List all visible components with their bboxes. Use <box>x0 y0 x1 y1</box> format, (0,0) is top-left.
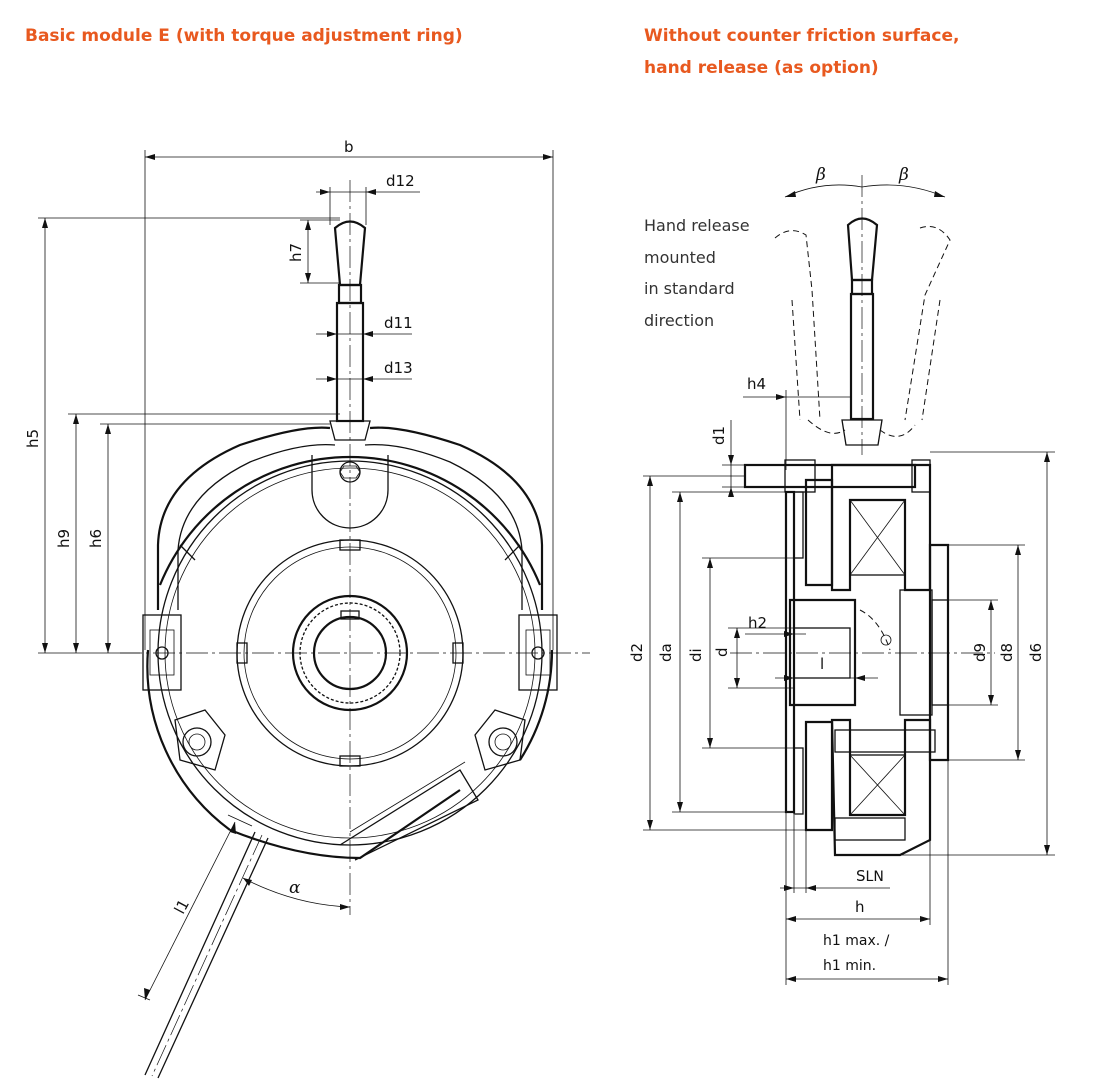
splined-hub <box>291 594 409 712</box>
cable-guide <box>339 761 479 861</box>
dim-h5: h5 <box>24 217 340 654</box>
dim-d1: d1 <box>710 420 745 497</box>
label-d6: d6 <box>1027 643 1045 662</box>
label-h4: h4 <box>747 375 766 393</box>
top-screw-lug <box>311 455 389 529</box>
dim-d11: d11 <box>316 314 413 337</box>
label-d1: d1 <box>710 426 728 445</box>
label-d12: d12 <box>386 172 415 190</box>
dim-alpha: α <box>242 877 351 910</box>
note-line3: in standard <box>644 279 735 298</box>
label-d2: d2 <box>628 643 646 662</box>
label-h1-max: h1 max. / <box>823 933 890 949</box>
label-h: h <box>855 898 865 916</box>
bottom-right-screw <box>474 709 526 771</box>
dim-l1: l1 <box>137 814 253 1001</box>
label-sln-main: S <box>856 867 866 885</box>
dim-d6: d6 <box>900 451 1055 856</box>
label-h9: h9 <box>55 529 73 548</box>
lever-alt-right <box>879 226 951 437</box>
dim-h2: h2 <box>745 614 806 637</box>
label-sln-sub: LN <box>866 869 884 885</box>
dim-h7: h7 <box>287 219 340 284</box>
bottom-left-screw <box>174 709 226 771</box>
note-line2: mounted <box>644 247 716 267</box>
hand-release-note: Hand release mounted in standard directi… <box>644 210 750 336</box>
label-d11: d11 <box>384 314 413 332</box>
torque-adjustment-ring <box>236 539 464 767</box>
dim-d9: d9 <box>948 599 998 706</box>
hand-release-yoke <box>156 426 544 610</box>
dim-d2: d2 <box>628 475 806 831</box>
dim-d12: d12 <box>316 172 420 225</box>
label-b: b <box>344 138 354 156</box>
label-d13: d13 <box>384 359 413 377</box>
connection-cable <box>144 831 269 1079</box>
dim-da: da <box>657 491 786 813</box>
label-beta-left: β <box>815 165 826 185</box>
dim-b: b <box>144 138 554 650</box>
label-di: di <box>687 648 705 662</box>
dim-h4: h4 <box>743 375 852 470</box>
label-alpha: α <box>289 878 301 898</box>
label-d9: d9 <box>971 643 989 662</box>
label-sln: SLN <box>856 867 884 885</box>
side-view: β β h4 d1 d2 <box>628 165 1055 985</box>
lever-alt-left <box>774 230 846 434</box>
dim-di: di <box>687 557 794 749</box>
label-h5: h5 <box>24 429 42 448</box>
right-view-title: Without counter friction surface, hand r… <box>644 20 959 84</box>
dim-beta: β β <box>784 165 946 198</box>
left-side-lug <box>142 614 182 691</box>
label-h6: h6 <box>87 529 105 548</box>
label-l1: l1 <box>171 896 193 917</box>
label-h7: h7 <box>287 243 305 262</box>
label-d: d <box>713 647 731 657</box>
front-view: b d12 h7 d11 d13 <box>24 138 590 1079</box>
dim-d8: d8 <box>948 544 1025 761</box>
left-view-title: Basic module E (with torque adjustment r… <box>25 26 463 46</box>
dim-h: h <box>785 812 931 985</box>
dim-h9: h9 <box>55 413 340 653</box>
brake-housing <box>146 455 554 860</box>
dim-sln: SLN <box>780 815 890 893</box>
label-da: da <box>657 643 675 662</box>
label-h1-min: h1 min. <box>823 958 876 974</box>
dim-h1: h1 max. / h1 min. <box>786 760 949 985</box>
dim-l: l <box>775 655 878 681</box>
right-view-title-line2: hand release (as option) <box>644 58 879 78</box>
label-d8: d8 <box>998 643 1016 662</box>
dim-d: d <box>713 627 794 689</box>
label-beta-right: β <box>898 165 909 185</box>
right-view-title-line1: Without counter friction surface, <box>644 26 960 46</box>
right-side-lug <box>518 614 558 691</box>
note-line4: direction <box>644 310 715 330</box>
hand-lever-front <box>329 220 371 441</box>
dim-h6: h6 <box>87 423 330 653</box>
label-l: l <box>820 655 824 673</box>
note-line1: Hand release <box>644 216 750 235</box>
brake-body-section <box>743 459 950 857</box>
hand-lever-side <box>841 217 883 446</box>
label-h2: h2 <box>748 614 767 632</box>
dim-d13: d13 <box>316 359 413 382</box>
